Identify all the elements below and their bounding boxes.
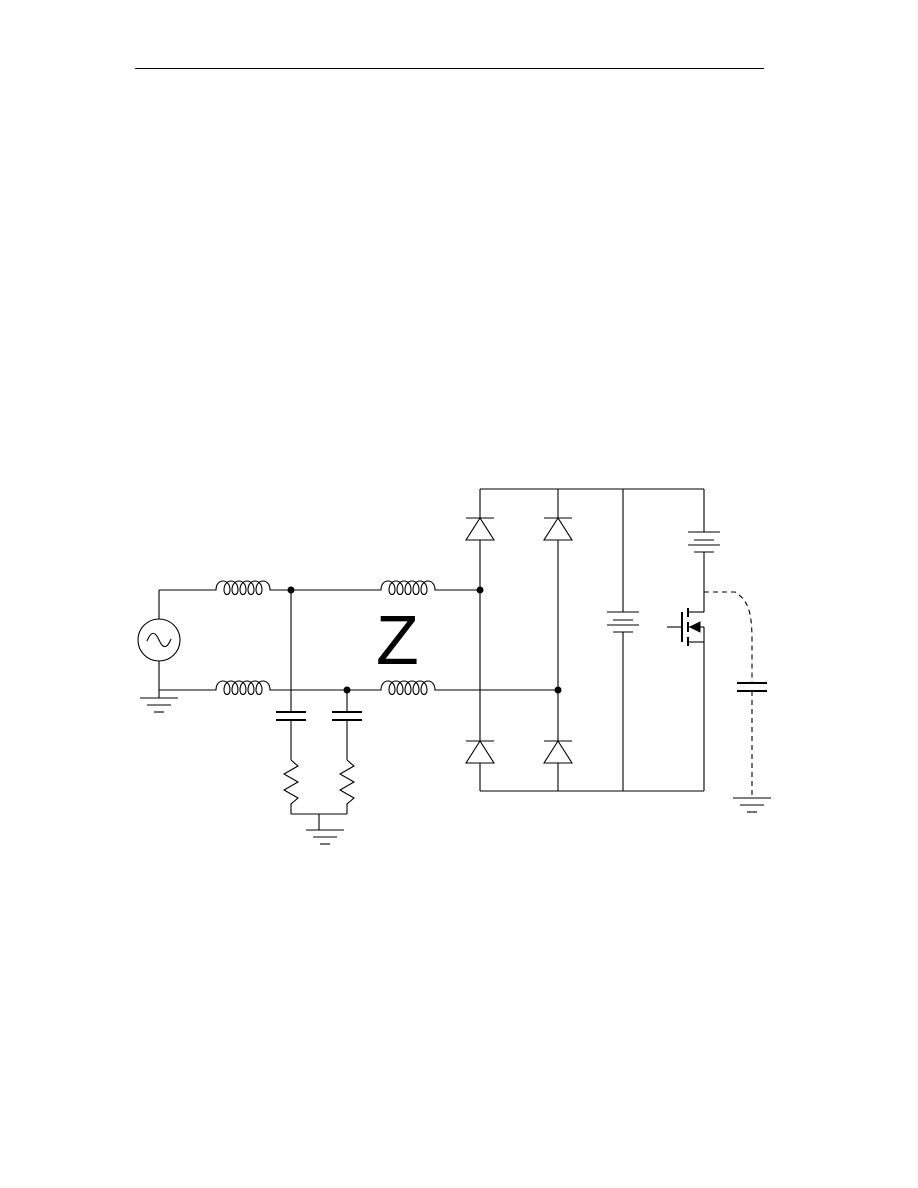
bridge-diode-1 xyxy=(464,516,496,541)
ground-rc xyxy=(291,813,347,845)
line-inductor-bottom xyxy=(377,680,441,696)
parasitic-capacitor xyxy=(737,682,767,692)
bridge-diode-2 xyxy=(542,516,574,541)
mosfet-switch xyxy=(667,608,705,791)
impedance-label: Z xyxy=(376,601,419,679)
junction-dot xyxy=(287,586,295,594)
dc-link-battery xyxy=(607,489,639,791)
y-capacitor-2 xyxy=(332,690,362,760)
parasitic-path xyxy=(704,591,753,683)
ac-source xyxy=(137,590,181,698)
supply-battery xyxy=(688,489,720,608)
arrow-icon xyxy=(688,621,701,633)
input-inductor-bottom xyxy=(212,680,276,696)
y-capacitor-1 xyxy=(276,690,306,760)
damping-resistor-2 xyxy=(338,759,356,814)
ground-source xyxy=(140,697,178,713)
line-inductor-top xyxy=(377,580,441,596)
ground-parasitic xyxy=(733,797,771,813)
input-inductor-top xyxy=(212,580,276,596)
damping-resistor-1 xyxy=(282,759,300,814)
bridge-diode-3 xyxy=(464,739,496,764)
sine-wave-icon xyxy=(146,632,172,648)
header-rule xyxy=(135,68,764,69)
bridge-diode-4 xyxy=(542,739,574,764)
